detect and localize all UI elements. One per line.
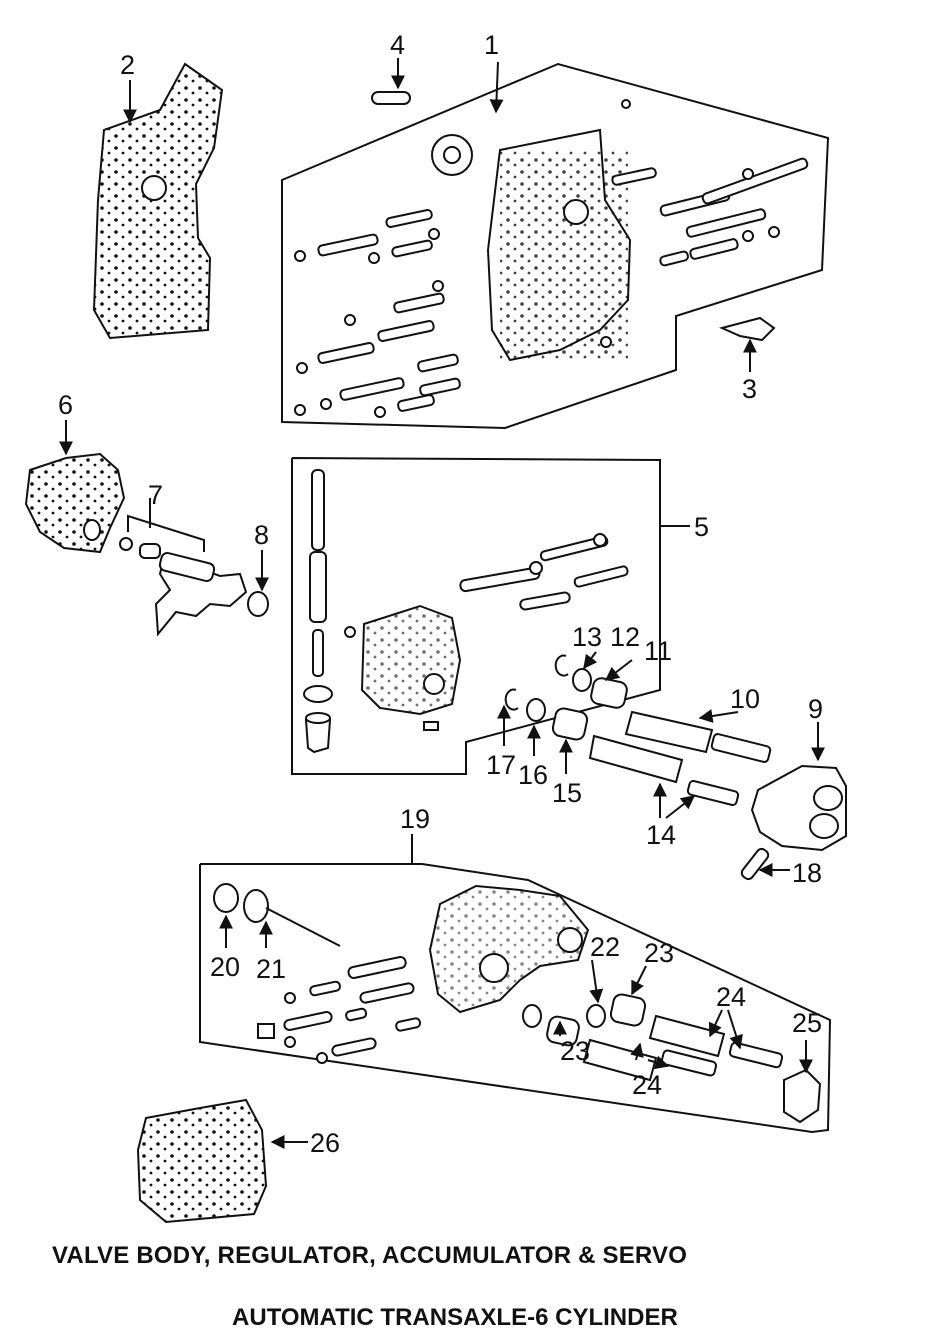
caption-title: VALVE BODY, REGULATOR, ACCUMULATOR & SER… xyxy=(52,1242,688,1269)
spring-part-10 xyxy=(710,733,772,763)
spring-part-14 xyxy=(686,780,740,806)
callout-labels: 1 2 3 4 5 6 7 8 9 10 11 12 13 14 15 16 1… xyxy=(58,30,823,1158)
callout-12: 12 xyxy=(610,622,640,652)
piston-part-21 xyxy=(243,889,269,923)
callout-17: 17 xyxy=(486,750,516,780)
callout-19: 19 xyxy=(400,804,430,834)
ring-part-12 xyxy=(572,668,592,692)
valve-body-group-5 xyxy=(291,457,661,775)
callout-25: 25 xyxy=(792,1008,822,1038)
callout-23-lower: 23 xyxy=(560,1036,590,1066)
o-ring-part-20 xyxy=(213,883,239,913)
callout-10: 10 xyxy=(730,684,760,714)
callout-26: 26 xyxy=(310,1128,340,1158)
callout-3: 3 xyxy=(742,374,757,404)
caption-subtitle: AUTOMATIC TRANSAXLE-6 CYLINDER xyxy=(232,1304,678,1331)
callout-15: 15 xyxy=(552,778,582,808)
spring-coil-14 xyxy=(588,734,684,784)
leader-lines xyxy=(59,58,825,1149)
servo-cover-25 xyxy=(783,1068,822,1124)
callout-21: 21 xyxy=(256,954,286,984)
callout-9: 9 xyxy=(808,694,823,724)
callout-14: 14 xyxy=(646,820,676,850)
bracket-part-3 xyxy=(718,316,776,342)
callout-4: 4 xyxy=(390,30,405,60)
clip-part-13 xyxy=(554,654,569,677)
pin-part-18 xyxy=(740,847,770,881)
spool-set-left xyxy=(294,209,612,418)
callout-11: 11 xyxy=(644,636,672,666)
callout-24-upper: 24 xyxy=(716,982,746,1012)
servo-cover-9 xyxy=(750,764,847,852)
callout-20: 20 xyxy=(210,952,240,982)
valve-body-group-1 xyxy=(281,62,830,430)
valve-body-group-19 xyxy=(199,863,832,1134)
spool-set-right xyxy=(611,99,809,267)
callout-1: 1 xyxy=(484,30,499,60)
callout-24-lower: 24 xyxy=(632,1070,662,1100)
callout-5: 5 xyxy=(694,512,709,542)
callout-22: 22 xyxy=(590,932,620,962)
main-valve-body-texture xyxy=(500,150,628,360)
clip-part-17 xyxy=(504,688,519,711)
sleeve-part-15 xyxy=(551,707,589,741)
separator-plate-2 xyxy=(92,62,224,340)
shift-assembly-7 xyxy=(119,514,248,637)
main-valve-body-bore xyxy=(563,199,589,225)
callout-18: 18 xyxy=(792,858,822,888)
callout-23-upper: 23 xyxy=(644,938,674,968)
callout-8: 8 xyxy=(254,520,269,550)
callout-7: 7 xyxy=(148,480,163,510)
spring-coil-10 xyxy=(624,710,714,754)
pin-part-4 xyxy=(371,91,411,105)
callout-16: 16 xyxy=(518,760,548,790)
ring-part-16 xyxy=(526,698,546,722)
callout-13: 13 xyxy=(572,622,602,652)
callout-2: 2 xyxy=(120,50,135,80)
ring-part-22 xyxy=(586,1004,606,1028)
separator-plate-6 xyxy=(24,452,126,554)
separator-plate-26 xyxy=(136,1098,268,1224)
callout-6: 6 xyxy=(58,390,73,420)
sleeve-part-11 xyxy=(590,677,628,709)
o-ring-part-8 xyxy=(247,591,269,617)
